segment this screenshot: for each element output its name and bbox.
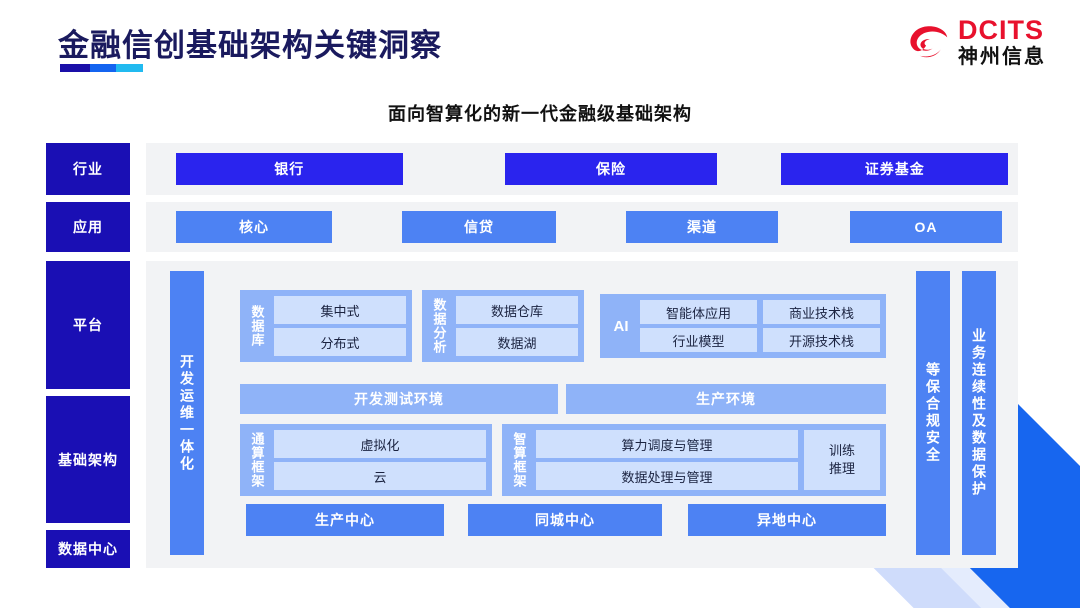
cell-data-warehouse[interactable]: 数据仓库 (456, 296, 578, 324)
cell-industry-model[interactable]: 行业模型 (640, 328, 757, 352)
logo-text-cn: 神州信息 (958, 46, 1046, 68)
group-data-analysis[interactable]: 数据分析 数据仓库 数据湖 (422, 290, 584, 362)
diagram-subtitle: 面向智算化的新一代金融级基础架构 (388, 104, 692, 124)
industry-chip-bank[interactable]: 银行 (176, 153, 403, 185)
group-label-ai: AI (613, 317, 629, 335)
vertical-bar-compliance-security[interactable]: 等保合规安全 (916, 271, 950, 555)
cell-training-inference[interactable]: 训练 推理 (804, 430, 880, 490)
cell-centralized[interactable]: 集中式 (274, 296, 406, 324)
cell-cloud[interactable]: 云 (274, 462, 486, 490)
bar-production-center[interactable]: 生产中心 (246, 504, 444, 536)
group-label-data-analysis: 数据分析 (431, 298, 447, 354)
bar-remote-center[interactable]: 异地中心 (688, 504, 886, 536)
group-database[interactable]: 数据库 集中式 分布式 (240, 290, 412, 362)
vertical-bar-business-continuity[interactable]: 业务连续性及数据保护 (962, 271, 996, 555)
application-row-panel: 核心 信贷 渠道 OA (146, 202, 1018, 252)
application-chip-credit[interactable]: 信贷 (402, 211, 556, 243)
layer-label-application: 应用 (46, 202, 130, 252)
inference-label: 推理 (828, 461, 855, 476)
layer-label-platform: 平台 (46, 261, 130, 389)
layer-label-industry: 行业 (46, 143, 130, 195)
cell-data-processing[interactable]: 数据处理与管理 (536, 462, 798, 490)
training-label: 训练 (828, 443, 855, 459)
group-intelligent-compute-framework[interactable]: 智算框架 算力调度与管理 数据处理与管理 训练 推理 (502, 424, 886, 496)
dcits-swirl-icon (910, 26, 948, 58)
group-label-general-compute: 通算框架 (249, 432, 265, 488)
title-accent-rule (60, 64, 143, 72)
logo-text-en: DCITS (958, 15, 1044, 45)
industry-chip-securities-fund[interactable]: 证券基金 (781, 153, 1008, 185)
group-general-compute-framework[interactable]: 通算框架 虚拟化 云 (240, 424, 492, 496)
cell-distributed[interactable]: 分布式 (274, 328, 406, 356)
cell-agent-application[interactable]: 智能体应用 (640, 300, 757, 324)
bar-dev-test-environment[interactable]: 开发测试环境 (240, 384, 558, 414)
application-chip-channel[interactable]: 渠道 (626, 211, 778, 243)
industry-row-panel: 银行 保险 证券基金 (146, 143, 1018, 195)
group-ai[interactable]: AI 智能体应用 行业模型 商业技术栈 开源技术栈 (600, 294, 886, 358)
cell-virtualization[interactable]: 虚拟化 (274, 430, 486, 458)
industry-chip-insurance[interactable]: 保险 (504, 153, 718, 185)
vertical-bar-devops[interactable]: 开发运维一体化 (170, 271, 204, 555)
application-chip-core[interactable]: 核心 (176, 211, 332, 243)
bar-same-city-center[interactable]: 同城中心 (468, 504, 662, 536)
group-label-database: 数据库 (249, 305, 265, 347)
cell-opensource-tech-stack[interactable]: 开源技术栈 (763, 328, 880, 352)
slide-header: 金融信创基础架构关键洞察 DCITS 神州信息 (0, 0, 1080, 92)
cell-data-lake[interactable]: 数据湖 (456, 328, 578, 356)
page-title: 金融信创基础架构关键洞察 (58, 28, 442, 63)
cell-compute-scheduling[interactable]: 算力调度与管理 (536, 430, 798, 458)
application-chip-oa[interactable]: OA (850, 211, 1002, 243)
application-chip-row: 核心 信贷 渠道 OA (146, 202, 1018, 252)
cell-commercial-tech-stack[interactable]: 商业技术栈 (763, 300, 880, 324)
brand-logo: DCITS 神州信息 (904, 17, 1046, 67)
layer-label-infrastructure: 基础架构 (46, 396, 130, 523)
layer-label-datacenter: 数据中心 (46, 530, 130, 568)
bar-production-environment[interactable]: 生产环境 (566, 384, 886, 414)
industry-chip-row: 银行 保险 证券基金 (146, 143, 1018, 195)
group-label-intelligent-compute: 智算框架 (511, 432, 527, 488)
